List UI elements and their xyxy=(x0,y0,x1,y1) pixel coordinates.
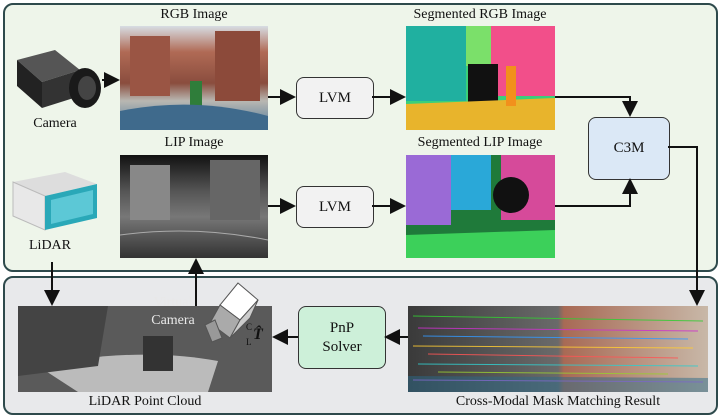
solver-label: Solver xyxy=(322,338,362,355)
rgb-image-label: RGB Image xyxy=(160,7,228,22)
transform-label: C L T̂ xyxy=(246,322,263,347)
rgb-image xyxy=(120,26,268,130)
matching-result-label: Cross-Modal Mask Matching Result xyxy=(455,394,661,409)
virtual-label-line2: Camera xyxy=(151,313,195,328)
lvm-box-bottom: LVM xyxy=(296,186,374,228)
transform-symbol: T̂ xyxy=(253,326,263,343)
lidar-label: LiDAR xyxy=(29,238,71,253)
arrow-segrgb-to-c3m xyxy=(555,96,638,117)
virtual-label-line1: Virtual xyxy=(153,295,193,310)
pnp-label: PnP xyxy=(329,319,355,336)
segmented-rgb-image xyxy=(406,26,555,130)
virtual-camera-label: Virtual Camera xyxy=(138,294,208,330)
camera-label: Camera xyxy=(33,116,77,131)
lidar-icon xyxy=(12,172,97,231)
segmented-rgb-image-label: Segmented RGB Image xyxy=(413,7,547,22)
lip-image xyxy=(120,155,268,258)
lidar-point-cloud-label: LiDAR Point Cloud xyxy=(88,394,202,409)
camera-icon xyxy=(17,50,101,108)
segmented-lip-image-label: Segmented LIP Image xyxy=(417,135,543,150)
transform-sub: L xyxy=(246,337,252,347)
arrow-c3m-to-matching xyxy=(668,146,705,306)
lip-image-label: LIP Image xyxy=(164,135,224,150)
matching-result-image xyxy=(408,306,708,392)
lvm-box-top: LVM xyxy=(296,77,374,119)
virtual-camera-icon xyxy=(204,282,259,343)
segmented-lip-image xyxy=(406,155,555,258)
arrow-seglip-to-c3m xyxy=(555,178,638,207)
matching-lines xyxy=(408,315,708,392)
transform-sup: C xyxy=(246,322,253,332)
c3m-box: C3M xyxy=(588,117,670,180)
